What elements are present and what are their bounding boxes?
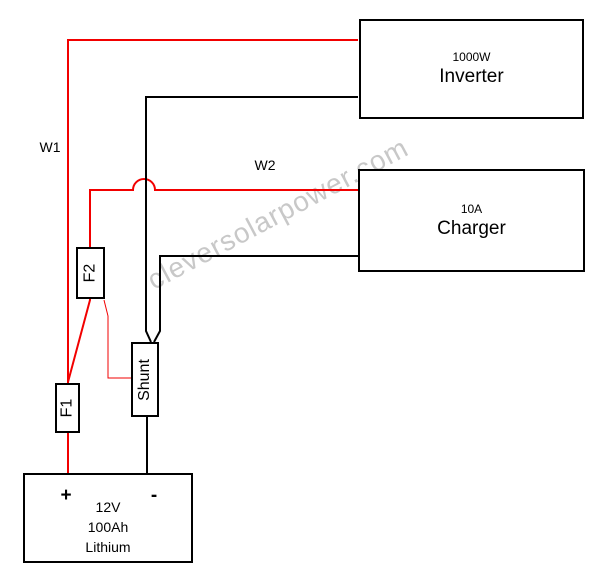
shunt-box: Shunt (131, 342, 159, 417)
shunt-label: Shunt (136, 358, 153, 401)
charger-label: Charger (437, 217, 506, 239)
battery-chemistry: Lithium (85, 539, 131, 555)
wire-inverter-negative-to-shunt (145, 96, 358, 343)
wire-w2-positive-to-charger (67, 178, 358, 383)
wire-charger-negative-to-shunt (153, 255, 358, 343)
fuse-f1-box: F1 (55, 383, 80, 433)
battery-box: + - 12V 100Ah Lithium (23, 473, 193, 563)
fuse-f2-label: F2 (81, 263, 99, 283)
fuse-f2-box: F2 (76, 247, 105, 299)
battery-capacity: 100Ah (87, 519, 129, 535)
wire-label-w2: W2 (254, 157, 276, 173)
charger-rating: 10A (460, 201, 483, 216)
inverter-rating: 1000W (452, 50, 491, 64)
battery-positive-terminal: + (60, 485, 72, 506)
charger-box: 10A Charger (358, 169, 585, 272)
wire-w1-battery-positive-to-inverter (67, 39, 358, 473)
wire-shunt-sense-red (103, 299, 131, 379)
wire-label-w1: W1 (39, 139, 61, 155)
battery-voltage: 12V (95, 499, 121, 515)
battery-spec-text: 12V 100Ah Lithium (25, 497, 191, 557)
battery-negative-terminal: - (150, 485, 158, 506)
inverter-label: Inverter (439, 66, 504, 87)
inverter-box: 1000W Inverter (359, 19, 584, 119)
fuse-f1-label: F1 (58, 398, 76, 418)
